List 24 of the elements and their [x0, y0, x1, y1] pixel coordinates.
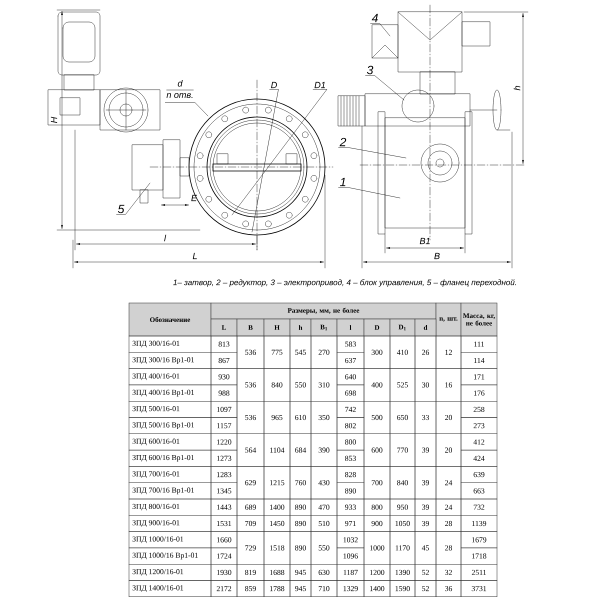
callout-label: d n отв.: [166, 80, 194, 98]
dimension-label: B: [434, 252, 440, 260]
leader-line: [338, 187, 400, 198]
leader-line: [116, 182, 150, 215]
dimension-label: L: [192, 252, 197, 260]
callout-label: D: [271, 82, 277, 88]
callout-label: 4: [372, 14, 378, 22]
leader-line: [370, 23, 390, 36]
dimension-label: l: [164, 234, 166, 242]
callout-label: 1: [340, 178, 346, 186]
caption: 1– затвор, 2 – редуктор, 3 – электропривод, 4 – блок управления, 5 – фланец переходной.: [173, 279, 516, 287]
callout-label: 3: [366, 66, 374, 74]
dimension-label: h: [514, 86, 520, 90]
leader-line: [165, 102, 208, 116]
dimension-label: H: [50, 116, 58, 123]
leader-line: [252, 89, 279, 232]
callout-label: 5: [118, 204, 124, 214]
callout-label: D1: [314, 82, 325, 88]
dimension-label: B1: [420, 238, 430, 244]
callout-label: 2: [340, 138, 346, 146]
leader-line: [338, 147, 406, 158]
leader-line: [232, 89, 328, 216]
dimension-label: E: [191, 194, 198, 202]
leader-line: [365, 75, 404, 100]
